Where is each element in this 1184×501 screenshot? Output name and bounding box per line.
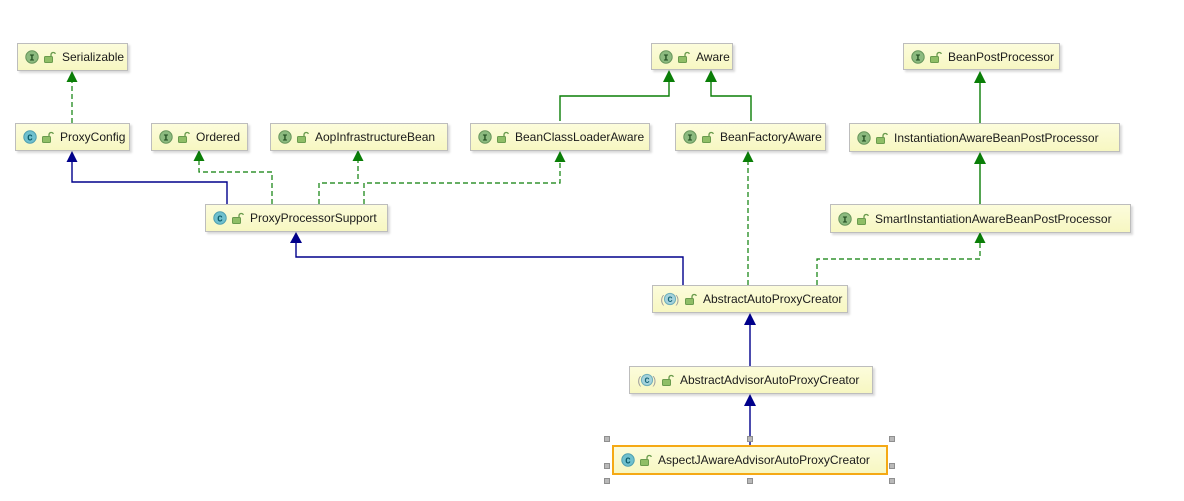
lock-icon <box>875 131 888 145</box>
node-label: BeanFactoryAware <box>720 130 822 144</box>
svg-text:I: I <box>663 53 668 63</box>
node-label: AbstractAutoProxyCreator <box>703 292 843 306</box>
lock-icon <box>296 130 309 144</box>
edge-instantiationawarebeanpostprocessor-beanpostprocessor[interactable] <box>974 71 986 123</box>
interface-icon: I <box>857 130 871 145</box>
uml-node-aspectjawareadvisorautoproxycreator[interactable]: C AspectJAwareAdvisorAutoProxyCreator <box>612 445 888 475</box>
uml-node-abstractautoproxycreator[interactable]: (C) AbstractAutoProxyCreator <box>652 285 848 313</box>
uml-node-instantiationawarebeanpostprocessor[interactable]: I InstantiationAwareBeanPostProcessor <box>849 123 1120 152</box>
node-label: Aware <box>696 49 730 64</box>
svg-text:I: I <box>163 133 168 143</box>
selection-handle-nw[interactable] <box>604 436 610 442</box>
selection-handle-e[interactable] <box>889 463 895 469</box>
lock-icon <box>639 453 652 467</box>
selection-handle-w[interactable] <box>604 463 610 469</box>
lock-icon <box>177 130 190 144</box>
interface-icon: I <box>911 49 925 64</box>
uml-node-proxyprocessorsupport[interactable]: C ProxyProcessorSupport <box>205 204 388 232</box>
interface-icon: I <box>683 130 697 144</box>
lock-icon <box>496 130 509 144</box>
node-label: InstantiationAwareBeanPostProcessor <box>894 130 1099 145</box>
selection-handle-n[interactable] <box>747 436 753 442</box>
node-label: Ordered <box>196 130 241 144</box>
svg-text:I: I <box>29 53 34 63</box>
svg-text:I: I <box>687 133 692 143</box>
class-icon: C <box>621 453 635 467</box>
svg-text:I: I <box>861 134 866 144</box>
selection-handle-se[interactable] <box>889 478 895 484</box>
svg-text:I: I <box>842 215 847 225</box>
lock-icon <box>41 130 54 144</box>
svg-text:): ) <box>653 375 657 387</box>
lock-icon <box>677 50 690 64</box>
svg-text:C: C <box>667 295 672 305</box>
node-label: ProxyProcessorSupport <box>250 211 377 225</box>
svg-text:C: C <box>27 133 33 143</box>
edge-abstractautoproxycreator-beanfactoryaware[interactable] <box>742 151 754 285</box>
class-icon: C <box>213 211 227 225</box>
uml-node-aware[interactable]: I Aware <box>651 43 733 70</box>
svg-text:C: C <box>217 214 223 224</box>
lock-icon <box>684 292 697 306</box>
edge-abstractautoproxycreator-proxyprocessorsupport[interactable] <box>290 232 684 285</box>
node-label: AspectJAwareAdvisorAutoProxyCreator <box>658 453 870 467</box>
edge-abstractautoproxycreator-smartinstantiation[interactable] <box>816 232 986 285</box>
uml-node-serializable[interactable]: I Serializable <box>17 43 128 71</box>
abstract-class-icon: (C) <box>637 373 657 387</box>
lock-icon <box>929 50 942 64</box>
lock-icon <box>231 211 244 225</box>
svg-text:I: I <box>915 53 920 63</box>
interface-icon: I <box>159 130 173 144</box>
uml-node-proxyconfig[interactable]: C ProxyConfig <box>15 123 130 151</box>
interface-icon: I <box>278 130 292 144</box>
lock-icon <box>701 130 714 144</box>
svg-text:(: ( <box>661 294 665 306</box>
uml-node-smartinstantiationawarebeanpostprocessor[interactable]: I SmartInstantiationAwareBeanPostProcess… <box>830 204 1131 233</box>
interface-icon: I <box>838 211 852 226</box>
node-label: AbstractAdvisorAutoProxyCreator <box>680 373 860 387</box>
interface-icon: I <box>659 49 673 64</box>
abstract-class-icon: (C) <box>660 292 680 306</box>
edge-beanfactoryaware-aware[interactable] <box>705 70 752 121</box>
node-label: BeanClassLoaderAware <box>515 130 645 144</box>
edge-proxyconfig-serializable[interactable] <box>66 71 78 123</box>
node-label: Serializable <box>62 50 125 64</box>
interface-icon: I <box>478 130 492 144</box>
class-icon: C <box>23 130 37 144</box>
selection-handle-ne[interactable] <box>889 436 895 442</box>
lock-icon <box>661 373 674 387</box>
svg-text:): ) <box>676 294 680 306</box>
svg-text:I: I <box>482 133 487 143</box>
uml-node-beanclassloaderaware[interactable]: I BeanClassLoaderAware <box>470 123 650 151</box>
svg-text:C: C <box>625 456 631 466</box>
interface-icon: I <box>25 50 39 64</box>
uml-node-beanpostprocessor[interactable]: I BeanPostProcessor <box>903 43 1060 70</box>
uml-node-ordered[interactable]: I Ordered <box>151 123 248 151</box>
edge-abstractadvisor-abstractautoproxycreator[interactable] <box>744 313 756 366</box>
node-label: ProxyConfig <box>60 130 126 144</box>
node-label: SmartInstantiationAwareBeanPostProcessor <box>875 211 1112 226</box>
edge-proxyprocessorsupport-aopinfrastructurebean[interactable] <box>318 150 364 204</box>
svg-text:C: C <box>644 376 649 386</box>
edge-beanclassloaderaware-aware[interactable] <box>559 70 675 121</box>
uml-node-beanfactoryaware[interactable]: I BeanFactoryAware <box>675 123 826 151</box>
svg-text:(: ( <box>638 375 642 387</box>
uml-node-abstractadvisorautoproxycreator[interactable]: (C) AbstractAdvisorAutoProxyCreator <box>629 366 873 394</box>
svg-text:I: I <box>282 133 287 143</box>
edge-proxyprocessorsupport-proxyconfig[interactable] <box>66 151 228 204</box>
lock-icon <box>856 212 869 226</box>
edge-smartinstantiation-instantiationaware[interactable] <box>974 152 986 204</box>
node-label: AopInfrastructureBean <box>315 130 436 144</box>
edge-proxyprocessorsupport-ordered[interactable] <box>193 150 273 204</box>
edge-proxyprocessorsupport-beanclassloaderaware[interactable] <box>363 151 566 204</box>
lock-icon <box>43 50 56 64</box>
node-label: BeanPostProcessor <box>948 49 1055 64</box>
selection-handle-s[interactable] <box>747 478 753 484</box>
uml-node-aopinfrastructurebean[interactable]: I AopInfrastructureBean <box>270 123 448 151</box>
selection-handle-sw[interactable] <box>604 478 610 484</box>
